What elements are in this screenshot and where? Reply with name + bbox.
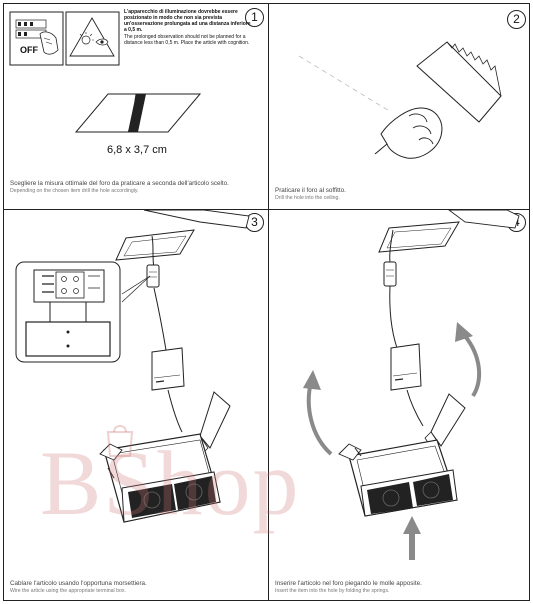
panel-step-2: 2 Praticare il foro al soffitto. Drill t…	[269, 4, 531, 209]
step-4-illustration	[303, 210, 520, 560]
panel-step-3: 3	[4, 210, 268, 602]
eye-warning-icon	[65, 11, 120, 66]
watermark-text: BShop	[40, 432, 301, 534]
panel-step-1: 1	[4, 4, 268, 209]
caption-italian: Scegliere la misura ottimale del foro da…	[10, 180, 229, 187]
step-number-2: 2	[507, 10, 526, 29]
saw-icon	[416, 41, 502, 123]
arrow-right-icon	[455, 322, 482, 398]
vertical-divider	[268, 4, 269, 600]
caption-italian: Praticare il foro al soffitto.	[275, 187, 346, 194]
detail-pointer	[121, 275, 151, 295]
arrow-up-icon	[403, 516, 421, 560]
caption-step-4: Inserire l'articolo nel foro piegando le…	[275, 580, 527, 594]
cable-connector	[146, 264, 160, 288]
step-1-illustration	[9, 11, 202, 133]
cable-connector	[383, 261, 397, 287]
instruction-sheet: 1	[3, 3, 530, 601]
driver-box	[151, 347, 185, 391]
driver-box	[390, 343, 422, 391]
caption-italian: Inserire l'articolo nel foro piegando le…	[275, 580, 422, 587]
step-2-illustration	[298, 41, 502, 159]
warning-english: The prolonged observation should not be …	[124, 34, 250, 46]
arrow-left-icon	[303, 370, 333, 456]
ceiling-hole-illustration	[74, 93, 202, 133]
cut-guide-line	[298, 55, 392, 113]
caption-italian: Cablare l'articolo usando l'opportuna mo…	[10, 580, 147, 587]
step-3-illustration	[15, 210, 250, 523]
caption-english: Depending on the chosen item drill the h…	[10, 187, 139, 194]
terminal-box-detail	[15, 261, 121, 363]
downlight-fixture	[99, 433, 221, 523]
step-number-1: 1	[245, 8, 264, 27]
caption-english: Drill the hole into the ceiling.	[275, 194, 340, 201]
caption-step-1: Scegliere la misura ottimale del foro da…	[10, 180, 262, 194]
ceiling-plate	[378, 210, 520, 253]
watermark-bag-icon	[106, 425, 134, 457]
switch-off-label: OFF	[20, 45, 38, 55]
downlight-fixture	[338, 439, 458, 517]
caption-step-2: Praticare il foro al soffitto. Drill the…	[275, 187, 527, 201]
caption-english: Insert the item into the hole by folding…	[275, 587, 390, 594]
caption-english: Wire the article using the appropriate t…	[10, 587, 126, 594]
warning-text: L'apparecchio di illuminazione dovrebbe …	[124, 9, 252, 46]
ceiling-plate	[115, 210, 250, 261]
caption-step-3: Cablare l'articolo usando l'opportuna mo…	[10, 580, 262, 594]
warning-italian: L'apparecchio di illuminazione dovrebbe …	[124, 9, 251, 33]
hand-icon	[374, 107, 443, 159]
hole-dimension: 6,8 x 3,7 cm	[107, 144, 167, 156]
horizontal-divider	[4, 209, 529, 210]
power-switch-icon	[9, 11, 64, 66]
panel-step-4: 4	[269, 210, 531, 602]
